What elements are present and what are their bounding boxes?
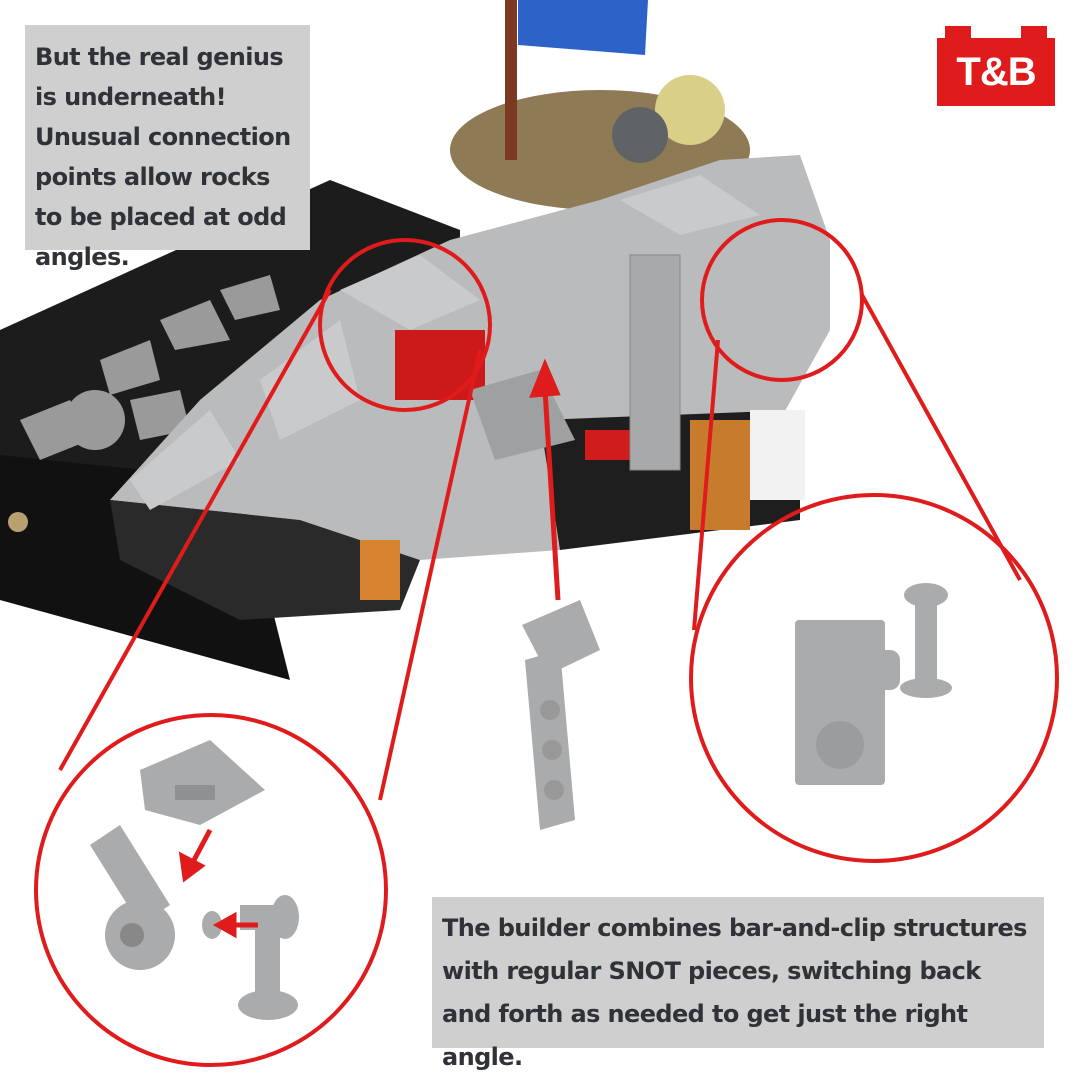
arrows — [178, 358, 561, 939]
caption-top: But the real genius is underneath! Unusu… — [25, 25, 310, 271]
caption-bottom: The builder combines bar-and-clip struct… — [432, 897, 1044, 1071]
left-circle-parts — [90, 740, 299, 1020]
orange-brick-2 — [360, 540, 400, 600]
callout-circles — [34, 218, 1059, 1067]
right-circle-parts — [795, 583, 952, 785]
tb-logo: T&B — [937, 26, 1055, 106]
logo-stud — [945, 26, 971, 40]
orange-brick — [690, 420, 750, 530]
rock-tiles — [20, 275, 280, 460]
red-plate — [585, 430, 630, 460]
arrow-head — [212, 911, 237, 939]
yellow-ball — [655, 75, 725, 145]
logo-text: T&B — [956, 49, 1036, 94]
blue-sail — [518, 0, 648, 55]
callout-line — [860, 294, 1022, 581]
arrow-head — [178, 851, 206, 883]
callout-line — [58, 289, 332, 771]
callout-circle-right-source — [700, 218, 864, 382]
dark-layer — [110, 500, 420, 620]
callout-line — [378, 349, 482, 801]
callout-circle-left-source — [318, 238, 492, 412]
plate-with-clip — [522, 600, 600, 830]
jack-socket — [8, 512, 28, 532]
gray-ball — [612, 107, 668, 163]
mast — [505, 0, 517, 160]
arrow-up — [542, 389, 561, 601]
arrow-down — [190, 828, 213, 864]
arrow-head — [529, 358, 561, 398]
gray-plate — [629, 254, 681, 471]
callout-circle-right-zoom — [689, 493, 1059, 863]
white-brick — [750, 410, 805, 500]
slope-tiles — [130, 175, 760, 510]
callout-circle-left-zoom — [34, 713, 388, 1067]
callout-line — [692, 339, 720, 631]
logo-stud — [1021, 26, 1047, 40]
